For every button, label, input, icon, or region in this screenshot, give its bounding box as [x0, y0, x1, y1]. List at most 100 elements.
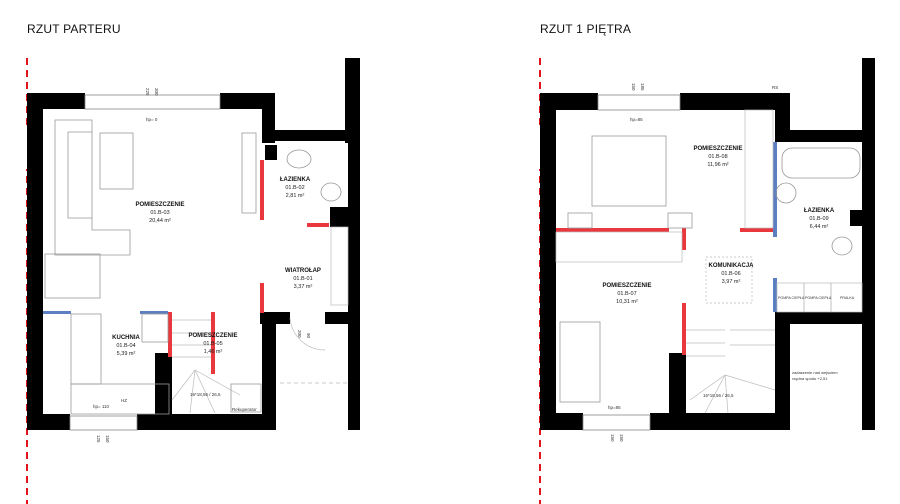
room-name: KUCHNIA	[112, 335, 140, 341]
dining-table	[44, 253, 101, 299]
dimension-label: 300	[154, 88, 159, 96]
partition-wall	[307, 223, 329, 227]
coffee-table	[99, 132, 134, 190]
room-area: 1,46 m²	[204, 349, 223, 355]
dimension-label: 150	[105, 435, 110, 443]
room-area: 11,96 m²	[707, 162, 728, 168]
wall	[775, 312, 790, 430]
dimension-label: 150	[610, 434, 615, 442]
nightstand	[667, 212, 693, 229]
kitchen-counter	[70, 313, 102, 385]
bed	[591, 135, 667, 207]
kitchen-counter-edge	[43, 311, 71, 314]
stairs	[171, 319, 241, 414]
toilet	[831, 236, 853, 256]
room-name: POMIESZCZENIE	[693, 146, 742, 152]
wall	[540, 413, 583, 430]
room-name: POMIESZCZENIE	[188, 333, 237, 339]
partition-wall	[211, 312, 215, 374]
nightstand	[567, 212, 593, 229]
washer-label: PRALKA	[840, 296, 855, 300]
partition-wall	[773, 142, 777, 237]
stairs-label: 16*18,56 / 26,5	[190, 392, 221, 397]
window	[84, 94, 221, 110]
wall	[27, 93, 43, 430]
vent-shaft	[850, 210, 862, 226]
wall	[348, 312, 360, 430]
wardrobe	[555, 231, 683, 263]
room-area: 3,37 m²	[294, 284, 313, 290]
washing-machine	[830, 282, 863, 313]
room-name: ŁAZIENKA	[804, 208, 835, 214]
stairs	[686, 329, 776, 414]
wall	[775, 130, 875, 142]
wall	[775, 312, 875, 324]
wall	[775, 93, 790, 141]
partition-wall	[740, 228, 775, 232]
vent-shaft	[330, 207, 348, 227]
dimension-label: 150	[619, 434, 624, 442]
dimension-label: 150	[631, 83, 636, 91]
kitchen-counter	[70, 383, 170, 415]
ground-floor-plan: POMIESZCZENIE 01.B-03 20,44 m² ŁAZIENKA …	[26, 58, 360, 504]
door-dimension: 90	[306, 333, 311, 339]
room-area: 10,31 m²	[616, 299, 638, 305]
room-id: 01.B-02	[285, 185, 304, 191]
dimension-label: 185	[640, 83, 645, 91]
door-dimension: 200	[297, 330, 302, 338]
fridge-label: HZ	[121, 398, 127, 403]
window	[582, 414, 651, 431]
stair-void	[705, 256, 753, 304]
recuperator-unit	[230, 383, 262, 413]
wall	[345, 58, 360, 143]
room-area: 20,44 m²	[149, 218, 171, 224]
roof-note: zadaszenie nad wejściem	[792, 370, 838, 375]
room-area: 5,39 m²	[117, 351, 136, 357]
kitchen-counter-edge	[140, 311, 168, 314]
partition-wall	[773, 278, 777, 312]
dimension-label: 125	[96, 435, 101, 443]
wall	[27, 414, 70, 430]
plan-title-ground-floor: RZUT PARTERU	[27, 22, 121, 36]
recuperator-label: Rekuperator	[232, 407, 257, 412]
partition-wall	[260, 160, 264, 220]
plan-title-first-floor: RZUT 1 PIĘTRA	[540, 22, 632, 36]
bathtub	[781, 147, 861, 179]
sofa	[54, 119, 131, 256]
rs-label: RS	[772, 85, 778, 90]
cooktop	[141, 313, 169, 343]
room-name: WIATROŁAP	[285, 268, 321, 274]
wardrobe	[241, 132, 257, 214]
sink	[286, 149, 312, 169]
wall	[137, 414, 276, 430]
roof-note: rzędna spodu +2,51	[792, 376, 828, 381]
wall	[540, 93, 556, 430]
partition-wall	[260, 283, 264, 313]
wall	[680, 93, 790, 110]
room-id: 01.B-01	[293, 276, 312, 282]
heat-pump-label: POMPA CIEPŁA	[805, 296, 832, 300]
wall	[862, 58, 875, 430]
room-id: 01.B-06	[721, 271, 740, 277]
dimension-label: 228	[145, 88, 150, 96]
window-sill-height: hp= 110	[93, 404, 110, 409]
wall	[262, 130, 360, 141]
room-name: POMIESZCZENIE	[135, 202, 184, 208]
bed	[559, 321, 601, 403]
room-id: 01.B-03	[150, 210, 169, 216]
wall	[348, 141, 360, 316]
room-name: KOMUNIKACJA	[709, 263, 755, 269]
room-id: 01.B-08	[708, 154, 727, 160]
stairs-label: 16*18,56 / 26,5	[703, 393, 734, 398]
room-id: 01.B-09	[809, 216, 828, 222]
wardrobe	[330, 226, 349, 306]
window-sill-height: hp=85	[608, 405, 621, 410]
sink	[775, 182, 797, 204]
door-swing	[289, 317, 326, 351]
wall	[262, 312, 276, 430]
partition-wall	[682, 228, 686, 250]
vent-shaft	[265, 145, 277, 160]
partition-wall	[682, 303, 686, 355]
room-id: 01.B-05	[203, 341, 222, 347]
